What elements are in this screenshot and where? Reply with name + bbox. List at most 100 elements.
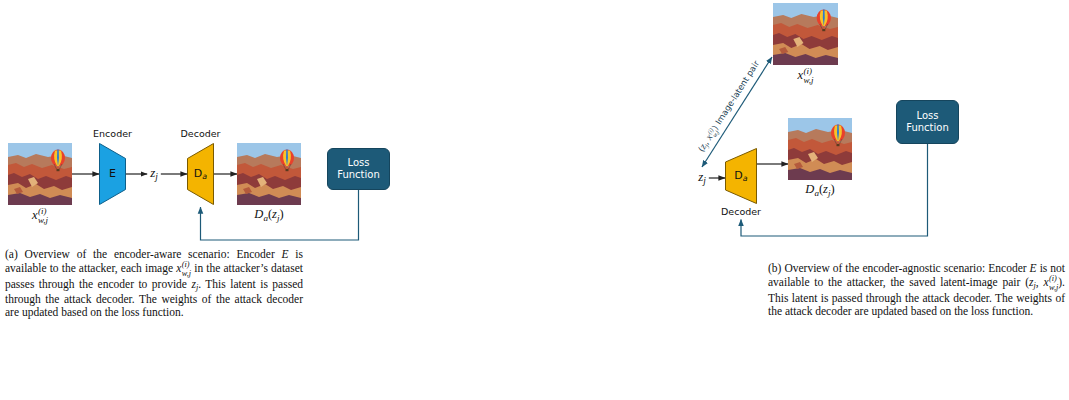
text-run: Loss Function [337, 157, 380, 180]
node-text: zj [698, 169, 706, 184]
index-stack: (i)w,j [182, 261, 191, 278]
connector [161, 173, 187, 174]
edge-label: (zj, x(i)w,j) Image-latent pair [695, 59, 763, 155]
math-symbol: x [797, 68, 803, 82]
node-heading: Decoder [181, 128, 221, 139]
text-run: (a) Overview of the encoder-aware scenar… [5, 248, 275, 260]
image-node: Da(zj) [237, 143, 301, 205]
subscript: j [155, 172, 158, 182]
math-symbol: z [698, 169, 703, 184]
subscript: j [828, 188, 831, 198]
subscript: j [703, 176, 706, 186]
canyon-picture [773, 3, 838, 65]
node-label: Da(zj) [254, 207, 283, 223]
text-run: Decoder [181, 128, 221, 139]
math-symbol: z [150, 165, 155, 180]
superscript: (i) [38, 207, 48, 216]
text-run: ( [819, 182, 823, 196]
latent-node: zj [150, 166, 158, 182]
subscript: w,j [38, 216, 48, 225]
math-symbol: E [1030, 262, 1037, 274]
image-node: x(i)w,j [773, 3, 838, 65]
subscript: w,j [1049, 284, 1058, 292]
math-symbol: z [272, 207, 277, 221]
node-text: Loss Function [328, 157, 389, 181]
loss-box: Loss Function [327, 148, 390, 190]
canyon-picture [237, 143, 301, 205]
decoder-block: DecoderDa [187, 143, 214, 205]
math-symbol: x [32, 208, 38, 222]
superscript: (i) [182, 261, 191, 269]
node-label: Da(zj) [805, 182, 834, 198]
node-label: x(i)w,j [797, 67, 813, 85]
subscript: j [1033, 281, 1035, 290]
math-symbol: D [254, 207, 263, 221]
encoder-block: EncoderE [99, 143, 126, 205]
connector [757, 163, 788, 164]
subscript: j [196, 283, 198, 292]
index-stack: (i)w,j [803, 67, 813, 85]
text-run: Encoder [93, 128, 132, 139]
node-text: Loss Function [897, 110, 958, 134]
connector [702, 57, 772, 167]
node-label: x(i)w,j [32, 207, 48, 225]
text-run: D [734, 169, 742, 182]
trapezoid-outline [188, 144, 214, 205]
math-symbol: z [191, 278, 195, 290]
subscript: w,j [182, 270, 191, 278]
canyon-picture [788, 118, 852, 180]
math-symbol: z [1029, 276, 1033, 288]
text-run: Loss Function [906, 110, 949, 133]
node-text: Da [734, 169, 747, 183]
caption: (b) Overview of the encoder-agnostic sce… [768, 262, 1065, 319]
index-stack: (i)w,j [38, 207, 48, 225]
text-run: (b) Overview of the encoder-agnostic sce… [768, 262, 1027, 274]
text-run: Image-latent pair [713, 59, 761, 127]
math-symbol: x [176, 262, 181, 274]
latent-node: zj [698, 170, 706, 186]
image-node: Da(zj) [788, 118, 852, 180]
math-symbol: D [805, 182, 814, 196]
node-label: Decoder [721, 206, 761, 217]
index-stack: (i)w,j [1049, 275, 1058, 292]
trapezoid-outline [726, 149, 757, 204]
text-run: , [1036, 276, 1039, 288]
math-symbol: x [1043, 276, 1048, 288]
canyon-image [788, 118, 852, 180]
text-run: D [194, 167, 202, 180]
decoder-block: DaDecoder [725, 148, 757, 204]
math-symbol: z [823, 182, 828, 196]
math-symbol: E [282, 248, 289, 260]
caption: (a) Overview of the encoder-aware scenar… [5, 248, 303, 319]
subscript: w,j [803, 76, 813, 85]
subscript: a [814, 188, 819, 198]
subscript: a [263, 213, 268, 223]
canyon-image [773, 3, 838, 65]
superscript: (i) [1049, 275, 1058, 283]
connector [214, 173, 237, 174]
canyon-image [237, 143, 301, 205]
node-text: zj [150, 165, 158, 180]
image-node: x(i)w,j [8, 143, 72, 205]
subscript: j [277, 213, 280, 223]
connector [72, 173, 99, 174]
canyon-image [8, 143, 72, 205]
text-run: Decoder [721, 206, 761, 217]
node-text: E [109, 167, 116, 180]
connector [709, 177, 725, 178]
text-run: ( [268, 207, 272, 221]
node-text: Da [194, 167, 207, 181]
text-run: E [109, 167, 116, 180]
subscript: a [202, 172, 207, 181]
subscript: a [743, 174, 748, 183]
superscript: (i) [803, 67, 813, 76]
trapezoid-outline [100, 144, 126, 205]
connector [126, 173, 147, 174]
loss-box: Loss Function [896, 100, 959, 144]
canyon-picture [8, 143, 72, 205]
text-run: ) [279, 207, 283, 221]
node-heading: Encoder [93, 128, 132, 139]
text-run: ) [830, 182, 834, 196]
